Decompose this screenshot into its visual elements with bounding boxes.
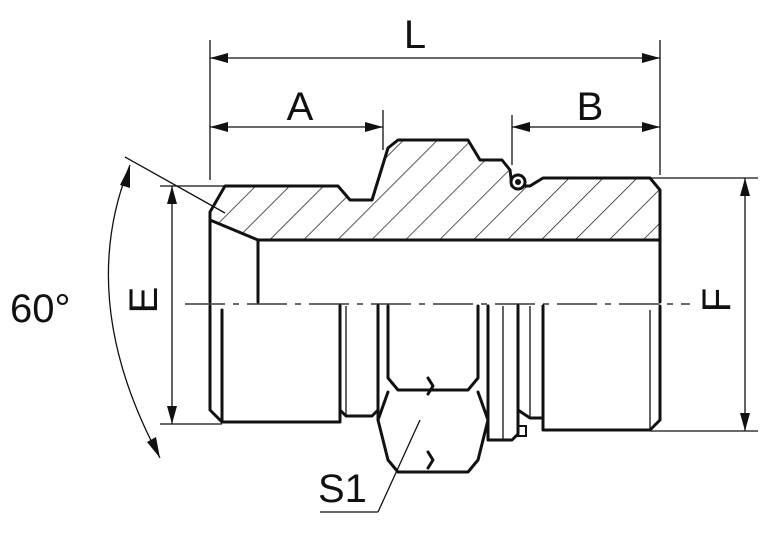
lower-exterior-view [208, 304, 662, 474]
cone-angle-dimension: 60° [10, 156, 226, 459]
left-thread-end [208, 304, 342, 424]
label-a: A [287, 85, 314, 129]
label-l: L [404, 13, 426, 57]
label-f: F [695, 288, 739, 312]
hex-flat-upper [386, 304, 480, 392]
dimension-l: L [209, 13, 661, 180]
dimension-e: E [122, 185, 225, 425]
label-s1: S1 [318, 467, 367, 511]
section-hatching [210, 140, 660, 240]
upper-section-view [208, 138, 662, 304]
right-seat-tab [517, 425, 527, 437]
label-b: B [577, 85, 604, 129]
hex-notch [426, 376, 435, 470]
label-angle: 60° [10, 287, 71, 331]
hex-body [376, 304, 490, 474]
hex-size-leader: S1 [318, 419, 421, 513]
dimension-b: B [511, 85, 660, 165]
dimension-a: A [210, 85, 384, 150]
hex-flat-lower [376, 390, 490, 422]
label-e: E [122, 287, 166, 314]
o-ring-core [515, 179, 521, 185]
angle-arc [107, 164, 161, 459]
right-thread-end [541, 304, 662, 432]
upper-outline [208, 138, 662, 304]
dimension-f: F [650, 177, 758, 432]
